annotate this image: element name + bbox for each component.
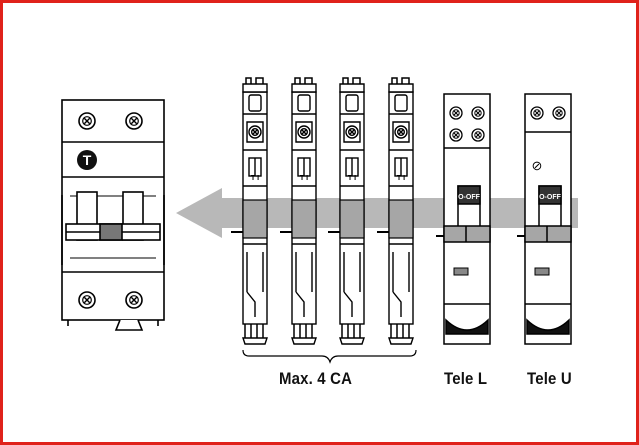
ca-switch-label-4: T I xyxy=(397,175,405,182)
main-device xyxy=(61,99,165,331)
tele-u-module xyxy=(517,93,572,345)
ca-module-2 xyxy=(280,77,317,345)
ca-switch-label-1: T I xyxy=(251,175,259,182)
ca-module-1 xyxy=(231,77,268,345)
caption-ca-group: Max. 4 CA xyxy=(279,369,353,388)
tele-u-indicator-icon: ⊘ xyxy=(532,158,543,173)
tele-l-switch-label: O-OFF xyxy=(458,194,480,201)
caption-tele-l: Tele L xyxy=(444,369,488,388)
tele-u-switch-label: O-OFF xyxy=(539,194,561,201)
ca-group-bracket xyxy=(242,349,417,364)
svg-text:T: T xyxy=(83,152,92,168)
caption-tele-u: Tele U xyxy=(527,369,572,388)
test-button-icon: T xyxy=(77,150,97,170)
ca-switch-label-3: T I xyxy=(348,175,356,182)
ca-module-4 xyxy=(377,77,414,345)
ca-module-3 xyxy=(328,77,365,345)
ca-switch-label-2: T I xyxy=(300,175,308,182)
